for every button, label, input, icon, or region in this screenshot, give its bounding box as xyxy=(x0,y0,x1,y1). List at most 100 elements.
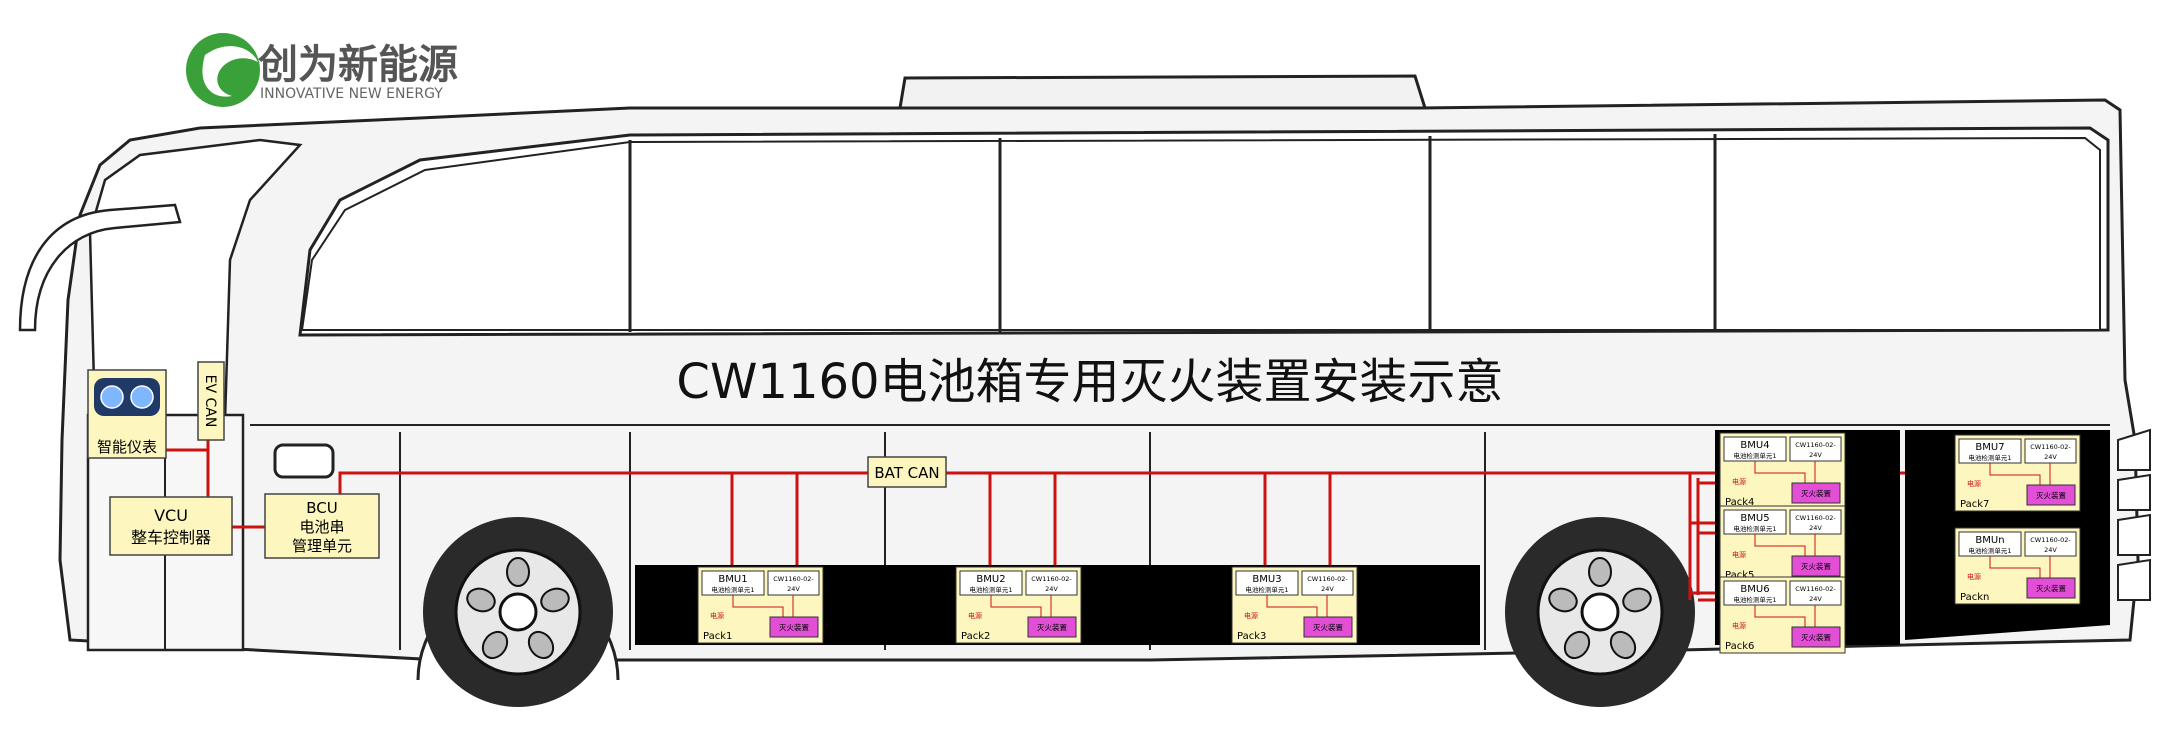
extinguisher-label: 灭火装置 xyxy=(1801,561,1831,571)
dashboard-box: 智能仪表 xyxy=(87,369,167,459)
bmu-label: BMU2 xyxy=(976,574,1005,585)
extinguisher-box xyxy=(1791,482,1841,504)
bcu-label: BCU xyxy=(306,499,337,517)
extinguisher-box xyxy=(1027,616,1077,638)
bmu-box xyxy=(1958,438,2022,464)
extinguisher-label: 灭火装置 xyxy=(779,622,809,632)
ev-can-label: EV CAN xyxy=(202,375,218,428)
internal-wire xyxy=(1754,534,1806,556)
power-label: 电源 xyxy=(1732,621,1746,630)
bcu-box: BCU 电池串 管理单元 xyxy=(264,493,380,559)
pack-label: Pack2 xyxy=(961,631,990,642)
internal-wire xyxy=(1754,605,1806,627)
internal-wire xyxy=(1266,595,1318,617)
front-wheel xyxy=(416,517,620,707)
extinguisher-box xyxy=(2026,577,2076,599)
extinguisher-label: 灭火装置 xyxy=(1801,632,1831,642)
bmu-sublabel: 电池检测单元1 xyxy=(1733,451,1776,460)
internal-wire xyxy=(1989,463,2041,485)
voltage-label: 24V xyxy=(1809,524,1822,532)
internal-wire xyxy=(1754,461,1806,483)
voltage-label: 24V xyxy=(1321,585,1334,593)
bmu-box xyxy=(959,570,1023,596)
logo-name-cn: 创为新能源 xyxy=(258,42,458,88)
logo-name-en: INNOVATIVE NEW ENERGY xyxy=(260,86,443,102)
bmu-label: BMU1 xyxy=(718,574,747,585)
bmu-label: BMU7 xyxy=(1975,442,2004,453)
pack-modules: BMU1电池检测单元1CW1160-02-24V电源灭火装置Pack1BMU2电… xyxy=(697,432,2081,654)
bmu-box xyxy=(1723,580,1787,606)
bat-can-box: BAT CAN xyxy=(867,456,947,488)
bmu-label: BMU5 xyxy=(1740,513,1769,524)
extinguisher-box xyxy=(1791,626,1841,648)
rear-hub xyxy=(1580,592,1620,632)
extinguisher-label: 灭火装置 xyxy=(1313,622,1343,632)
voltage-label: 24V xyxy=(787,585,800,593)
bmu-box xyxy=(1723,509,1787,535)
voltage-label: 24V xyxy=(1045,585,1058,593)
pack-label: Packn xyxy=(1960,592,1989,603)
bmu-sublabel: 电池检测单元1 xyxy=(1733,595,1776,604)
model-label: CW1160-02- xyxy=(1031,575,1072,583)
extinguisher-label: 灭火装置 xyxy=(1801,488,1831,498)
rear-wheel xyxy=(1505,517,1695,707)
bmu-label: BMU4 xyxy=(1740,440,1769,451)
company-logo: 创为新能源 INNOVATIVE NEW ENERGY xyxy=(186,33,458,107)
dashboard-label: 智能仪表 xyxy=(97,438,157,456)
pack-label: Pack6 xyxy=(1725,641,1754,652)
model-label: CW1160-02- xyxy=(1307,575,1348,583)
rear-grille xyxy=(2117,428,2151,601)
roof-hatch xyxy=(898,74,1428,110)
model-label: CW1160-02- xyxy=(773,575,814,583)
internal-wire xyxy=(732,595,784,617)
extinguisher-label: 灭火装置 xyxy=(1037,622,1067,632)
bmu-label: BMUn xyxy=(1975,535,2004,546)
bmu-box xyxy=(701,570,765,596)
bmu-sublabel: 电池检测单元1 xyxy=(1733,524,1776,533)
power-label: 电源 xyxy=(1967,479,1981,488)
pack-label: Pack4 xyxy=(1725,497,1754,508)
bat-can-label: BAT CAN xyxy=(874,464,939,482)
extinguisher-box xyxy=(2026,484,2076,506)
voltage-label: 24V xyxy=(2044,453,2057,461)
model-box xyxy=(1301,570,1354,596)
extinguisher-box xyxy=(1791,555,1841,577)
model-box xyxy=(2024,438,2077,464)
model-box xyxy=(1789,580,1842,606)
window-frame xyxy=(300,136,2101,331)
diagram-title: CW1160电池箱专用灭火装置安装示意 xyxy=(676,354,1503,410)
pack-label: Pack1 xyxy=(703,631,732,642)
vcu-label: VCU xyxy=(154,506,188,525)
ev-can-box: EV CAN xyxy=(197,361,225,441)
vcu-sublabel: 整车控制器 xyxy=(131,528,211,547)
bmu-label: BMU6 xyxy=(1740,584,1769,595)
model-label: CW1160-02- xyxy=(1795,585,1836,593)
pack-label: Pack7 xyxy=(1960,499,1989,510)
logo-swirl-icon xyxy=(202,46,258,97)
voltage-label: 24V xyxy=(2044,546,2057,554)
model-box xyxy=(767,570,820,596)
front-hub xyxy=(498,592,538,632)
model-label: CW1160-02- xyxy=(2030,443,2071,451)
extinguisher-label: 灭火装置 xyxy=(2036,490,2066,500)
bmu-sublabel: 电池检测单元1 xyxy=(711,585,754,594)
bcu-sublabel-1: 电池串 xyxy=(299,518,344,536)
extinguisher-box xyxy=(1303,616,1353,638)
bmu-label: BMU3 xyxy=(1252,574,1281,585)
model-label: CW1160-02- xyxy=(1795,514,1836,522)
bmu-sublabel: 电池检测单元1 xyxy=(1245,585,1288,594)
internal-wire xyxy=(990,595,1042,617)
extinguisher-label: 灭火装置 xyxy=(2036,583,2066,593)
power-label: 电源 xyxy=(968,611,982,620)
bmu-sublabel: 电池检测单元1 xyxy=(1968,546,2011,555)
pack-label: Pack3 xyxy=(1237,631,1266,642)
bmu-sublabel: 电池检测单元1 xyxy=(1968,453,2011,462)
bcu-sublabel-2: 管理单元 xyxy=(292,537,352,555)
